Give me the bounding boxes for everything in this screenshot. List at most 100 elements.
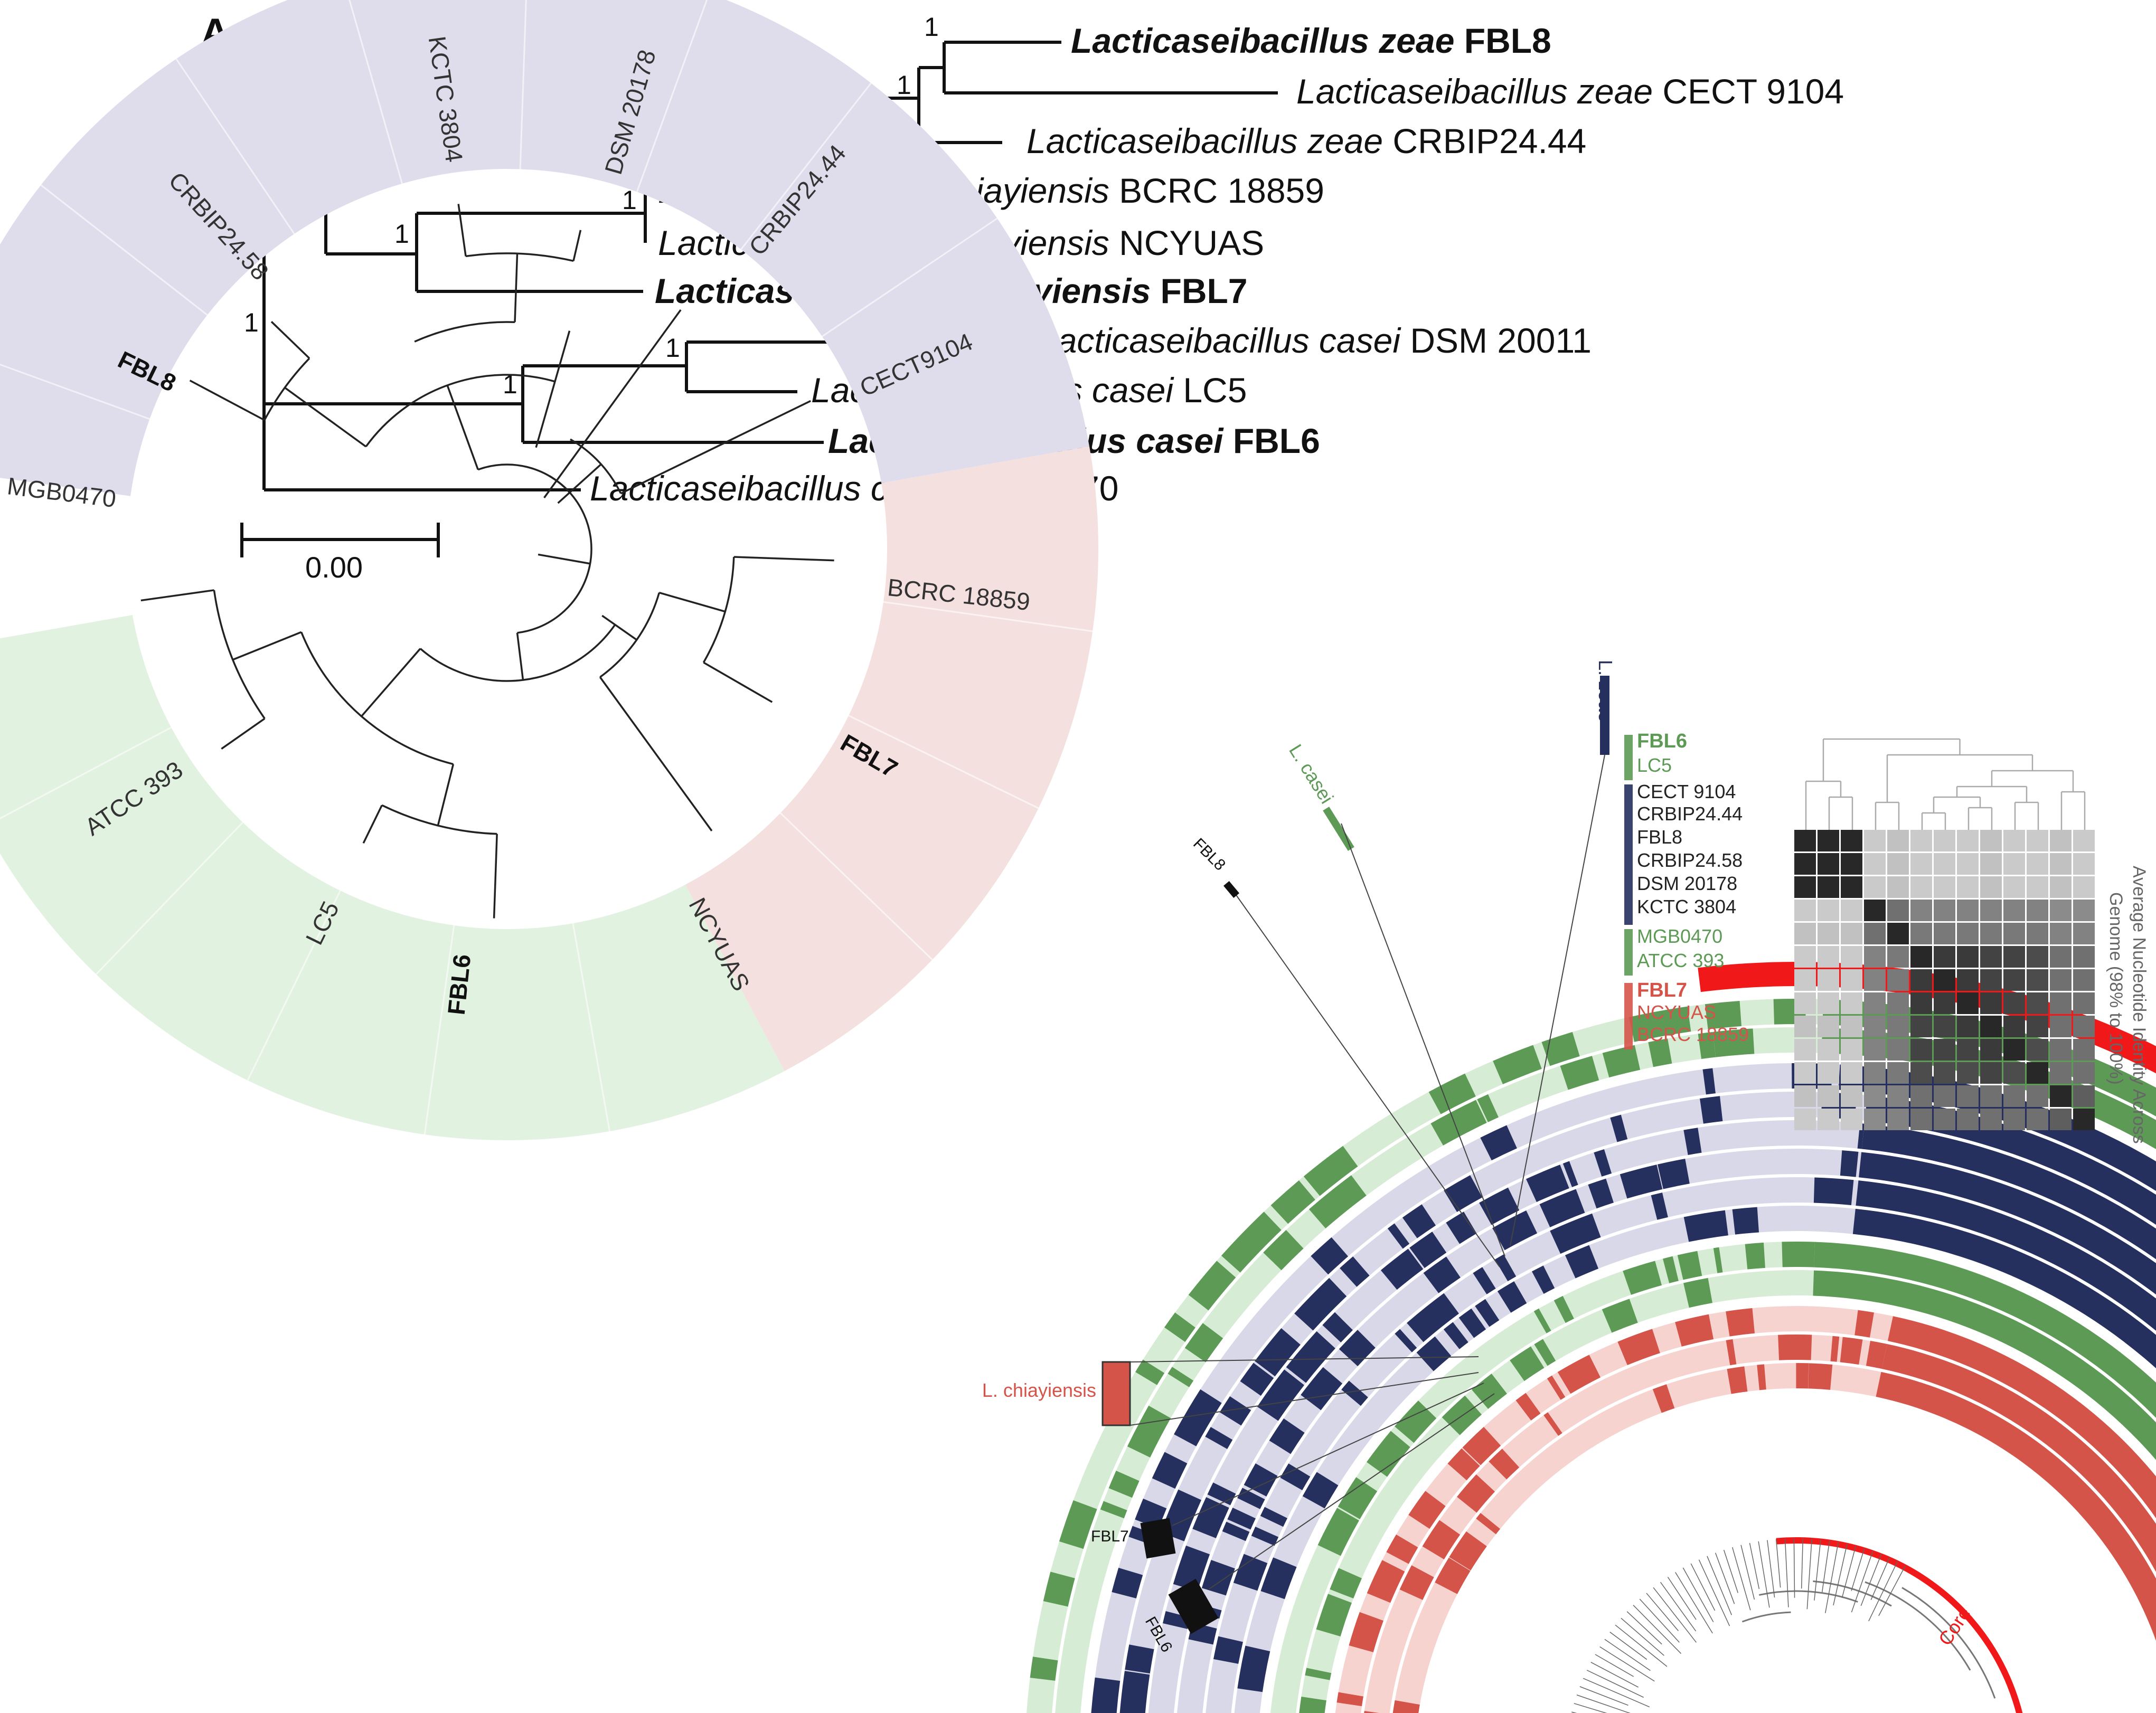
tree-branch: [1579, 1686, 1628, 1706]
heatmap-cell: [1818, 946, 1839, 968]
gene-cluster-block: [1030, 1657, 1058, 1681]
tree-branch: [362, 805, 383, 844]
strain-label: FBL6: [1637, 730, 1687, 752]
heatmap-cell: [1841, 830, 1862, 851]
heatmap-cell: [1934, 923, 1955, 944]
support-value: 1: [924, 12, 939, 42]
gene-cluster-block: [1301, 1367, 1343, 1411]
heatmap-cell: [1794, 1016, 1816, 1037]
gene-cluster-block: [1480, 1125, 1517, 1161]
gene-cluster-block: [1311, 1237, 1349, 1275]
tree-branch: [1806, 1538, 1812, 1610]
heatmap-cell: [1841, 1062, 1862, 1084]
tree-branch: [658, 592, 726, 613]
heatmap-cell: [1887, 923, 1909, 944]
gene-cluster-block: [1497, 1281, 1527, 1313]
pangenome-rings: [1027, 962, 2156, 1713]
gene-cluster-block: [1462, 1426, 1501, 1465]
gene-cluster-block: [1677, 1251, 1702, 1280]
tree-branch: [1621, 1617, 1664, 1656]
heatmap-cell: [1818, 1109, 1839, 1130]
ring-core-block: [1861, 1123, 2156, 1260]
heatmap-cell: [1957, 900, 1979, 921]
tree-branch: [1784, 1538, 1789, 1607]
gene-cluster-block: [1428, 1073, 1476, 1114]
marker-fbl7: [1140, 1518, 1176, 1559]
gene-cluster-block: [1778, 1335, 1812, 1360]
strain-label: CECT 9104: [1637, 781, 1736, 802]
heatmap-cell: [1794, 923, 1816, 944]
gene-cluster-block: [1280, 1463, 1311, 1490]
gene-cluster-block: [1623, 1261, 1662, 1295]
heatmap-cell: [2003, 969, 2025, 991]
support-value: 1: [897, 70, 911, 100]
sector-chiayiensis: [685, 446, 1098, 1071]
heatmap-cell: [2003, 992, 2025, 1014]
heatmap-cell: [2027, 969, 2048, 991]
strain-label: LC5: [1637, 754, 1672, 776]
ring-core-block: [1881, 1344, 2156, 1572]
heatmap-cell: [1934, 992, 1955, 1014]
gene-cluster-block: [1457, 1474, 1495, 1513]
tree-branch: [1604, 1639, 1651, 1671]
gene-cluster-block: [1854, 1310, 1874, 1338]
gene-cluster-block: [1444, 1175, 1483, 1212]
gene-cluster-block: [1251, 1526, 1279, 1546]
gene-cluster-block: [1675, 1314, 1714, 1347]
strain-label: NCYUAS: [1637, 1001, 1716, 1023]
tree-branch: [1878, 1565, 1906, 1616]
heatmap-cell: [1980, 900, 2002, 921]
tree-branch: [493, 834, 498, 919]
tree-branch: [1865, 1581, 1971, 1671]
gene-cluster-block: [1560, 1056, 1599, 1090]
heatmap-cell: [2073, 876, 2095, 898]
gene-cluster-block: [1547, 1375, 1566, 1400]
heatmap-cell: [1957, 1016, 1979, 1037]
gene-cluster-block: [1617, 1329, 1660, 1366]
tree-branch: [1841, 1546, 1857, 1598]
heatmap-cell: [2073, 923, 2095, 944]
gene-cluster-block: [1392, 1700, 1420, 1713]
gene-cluster-block: [1201, 1560, 1235, 1596]
gene-cluster-block: [1565, 1245, 1599, 1279]
heatmap-cell: [2050, 1085, 2072, 1107]
strain-label: FBL7: [1637, 979, 1687, 1001]
tree-branch: [284, 386, 367, 448]
heatmap-cell: [2003, 923, 2025, 944]
heatmap-cell: [2003, 876, 2025, 898]
gene-cluster-block: [1430, 1100, 1487, 1146]
gene-cluster-block: [1757, 1364, 1766, 1390]
ring-background: [1335, 1306, 2029, 1713]
gene-cluster-block: [1475, 1299, 1500, 1327]
gene-cluster-block: [1192, 1497, 1229, 1538]
tree-branch: [270, 321, 310, 359]
heatmap-cell: [1934, 830, 1955, 851]
heatmap-cell: [2073, 946, 2095, 968]
gene-cluster-block: [1554, 1295, 1574, 1323]
tree-branch: [361, 648, 421, 717]
tree-branch: [263, 357, 310, 421]
tree-branch: [1707, 1556, 1733, 1615]
ring-core-block: [1813, 1270, 2156, 1460]
gene-cluster-block: [1658, 1159, 1690, 1189]
tree-branch: [465, 252, 574, 262]
heatmap-cell: [2050, 853, 2072, 875]
heatmap-cell: [1864, 1109, 1886, 1130]
tree-branch: [538, 553, 590, 565]
heatmap-cell: [1841, 1085, 1862, 1107]
gene-cluster-block: [1866, 1340, 1887, 1369]
heatmap-cell: [1794, 1085, 1816, 1107]
heatmap-cell: [2027, 876, 2048, 898]
gene-cluster-block: [1395, 1329, 1417, 1352]
heatmap-cell: [1794, 853, 1816, 875]
gene-cluster-block: [1602, 1045, 1641, 1078]
tree-branch: [446, 385, 479, 470]
ring-background: [1364, 1335, 2014, 1713]
gene-cluster-block: [1726, 1339, 1737, 1366]
gene-cluster-block: [1782, 1242, 1815, 1267]
heatmap-cell: [2003, 900, 2025, 921]
ring-background: [1392, 1363, 2000, 1713]
tree-branch: [1698, 1559, 1730, 1626]
